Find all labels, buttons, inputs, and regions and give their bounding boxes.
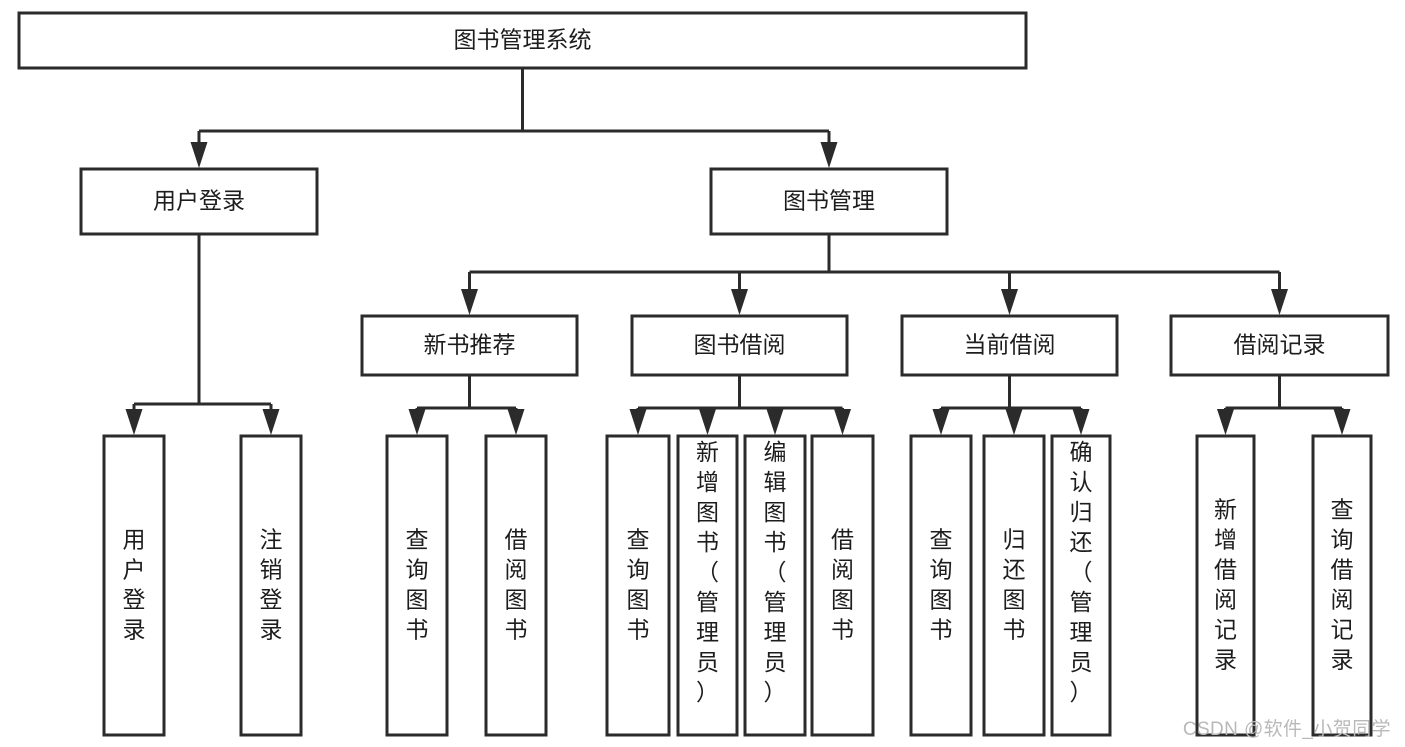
node-box	[709, 167, 949, 236]
node-label: 查询借阅记录	[1331, 497, 1354, 673]
node-box	[630, 314, 849, 377]
arrow-head-icon	[125, 409, 143, 435]
node-leaf-query-book-recommend[interactable]: 查询图书	[385, 434, 449, 737]
node-label: 借阅记录	[1234, 332, 1326, 358]
node-box	[810, 434, 875, 737]
arrow-head-icon	[629, 409, 647, 435]
node-box	[743, 434, 807, 737]
node-book-borrow[interactable]: 图书借阅	[630, 314, 849, 377]
node-leaf-query-book-borrow[interactable]: 查询图书	[605, 434, 671, 737]
node-label: 用户登录	[123, 527, 146, 643]
arrow-head-icon	[932, 409, 950, 435]
node-leaf-edit-book-admin[interactable]: 编辑图书（管理员）	[743, 434, 807, 737]
node-label: 图书管理	[783, 188, 875, 214]
node-label: 图书借阅	[694, 332, 786, 358]
node-new-book-recommend[interactable]: 新书推荐	[360, 314, 579, 377]
node-leaf-borrow-book-recommend[interactable]: 借阅图书	[484, 434, 548, 737]
node-label: 图书管理系统	[454, 27, 592, 53]
node-leaf-query-book-current[interactable]: 查询图书	[909, 434, 973, 737]
node-label: 新增借阅记录	[1214, 497, 1237, 673]
node-user-login[interactable]: 用户登录	[79, 167, 319, 236]
arrow-head-icon	[834, 409, 851, 435]
arrow-head-icon	[766, 409, 784, 435]
node-leaf-logout-login[interactable]: 注销登录	[239, 434, 303, 737]
node-box	[17, 11, 1028, 70]
arrow-head-icon	[1005, 409, 1023, 435]
node-label: 用户登录	[153, 188, 245, 214]
node-leaf-add-borrow-record[interactable]: 新增借阅记录	[1195, 434, 1256, 737]
node-leaf-user-login[interactable]: 用户登录	[102, 434, 166, 737]
node-label: 查询图书	[406, 527, 429, 643]
arrow-head-icon	[408, 409, 426, 435]
node-label: 注销登录	[260, 527, 283, 643]
node-box	[1195, 434, 1256, 737]
node-box	[1169, 314, 1390, 377]
node-box	[982, 434, 1046, 737]
node-box	[484, 434, 548, 737]
arrow-head-icon	[820, 142, 838, 168]
node-current-borrow[interactable]: 当前借阅	[900, 314, 1119, 377]
node-box	[909, 434, 973, 737]
arrow-head-icon	[731, 289, 748, 315]
node-box	[385, 434, 449, 737]
arrow-head-icon	[1333, 409, 1351, 435]
node-label: 借阅图书	[505, 527, 528, 643]
node-box	[1311, 434, 1373, 737]
edge-layer	[125, 68, 1351, 435]
node-label: 查询图书	[930, 527, 953, 643]
node-leaf-add-book-admin[interactable]: 新增图书（管理员）	[676, 434, 739, 737]
node-box	[900, 314, 1119, 377]
node-label: 确认归还（管理员）	[1070, 439, 1093, 705]
node-label: 新增图书（管理员）	[696, 439, 719, 705]
csdn-watermark: CSDN @软件_小贺同学	[1182, 719, 1391, 740]
node-box	[79, 167, 319, 236]
arrow-head-icon	[1217, 409, 1234, 435]
node-leaf-return-book[interactable]: 归还图书	[982, 434, 1046, 737]
arrow-head-icon	[699, 409, 716, 435]
arrow-head-icon	[1271, 289, 1288, 315]
node-box	[239, 434, 303, 737]
node-label: 编辑图书（管理员）	[764, 439, 787, 705]
node-label: 归还图书	[1003, 527, 1026, 643]
arrow-head-icon	[1001, 289, 1018, 315]
node-label: 当前借阅	[964, 332, 1056, 358]
node-box	[360, 314, 579, 377]
node-book-management[interactable]: 图书管理	[709, 167, 949, 236]
node-leaf-confirm-return-admin[interactable]: 确认归还（管理员）	[1050, 434, 1112, 737]
arrow-head-icon	[1072, 409, 1090, 435]
node-label: 查询图书	[627, 527, 650, 643]
node-leaf-borrow-book[interactable]: 借阅图书	[810, 434, 875, 737]
node-label: 借阅图书	[831, 527, 854, 643]
arrow-head-icon	[461, 289, 478, 315]
arrow-head-icon	[190, 142, 208, 168]
node-leaf-query-borrow-record[interactable]: 查询借阅记录	[1311, 434, 1373, 737]
node-box	[605, 434, 671, 737]
node-box	[1050, 434, 1112, 737]
node-label: 新书推荐	[424, 332, 516, 358]
node-root[interactable]: 图书管理系统	[17, 11, 1028, 70]
node-borrow-record[interactable]: 借阅记录	[1169, 314, 1390, 377]
node-layer: 图书管理系统用户登录图书管理新书推荐图书借阅当前借阅借阅记录用户登录注销登录查询…	[17, 11, 1390, 737]
node-box	[102, 434, 166, 737]
arrow-head-icon	[507, 409, 525, 435]
node-box	[676, 434, 739, 737]
arrow-head-icon	[262, 409, 280, 435]
